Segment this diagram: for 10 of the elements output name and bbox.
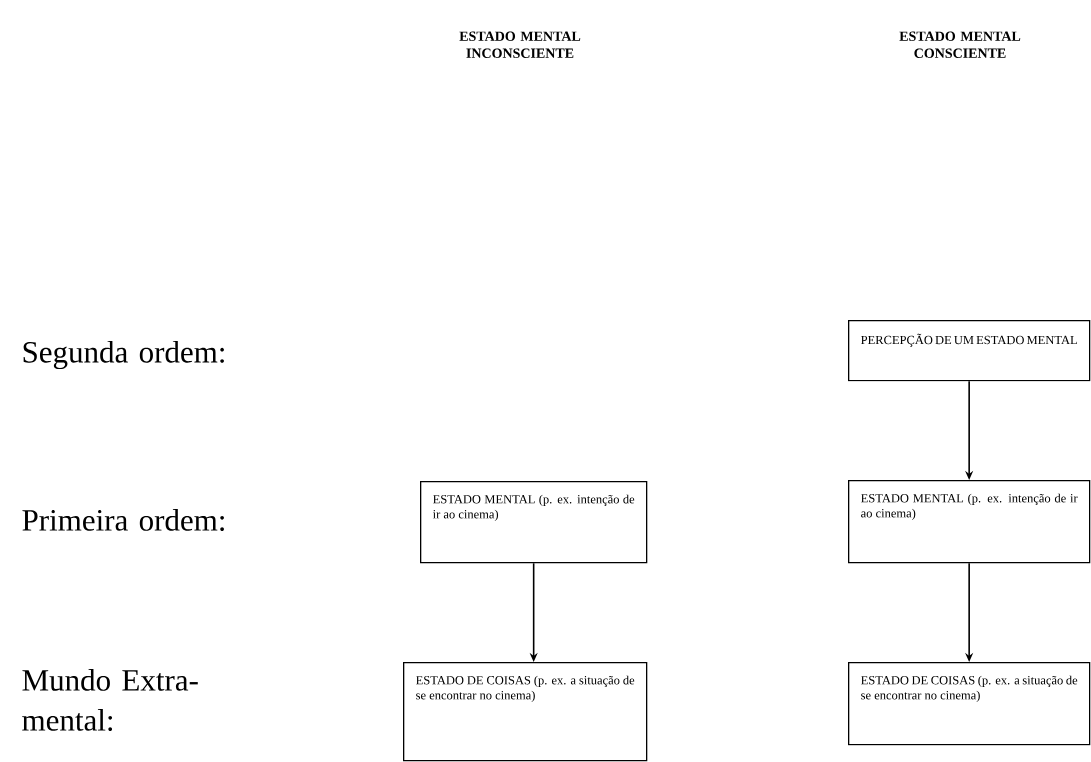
text-box: ESTADO MENTAL (p. ex. intenção de ir ao cinema) [848, 480, 1091, 564]
column-heading: ESTADO MENTAL CONSCIENTE [899, 31, 1021, 58]
row-label: Mundo Extra-mental: [22, 669, 198, 731]
column-heading: ESTADO MENTAL INCONSCIENTE [459, 31, 581, 58]
row-label: Primeira ordem: [22, 509, 224, 531]
text-box: ESTADO MENTAL (p. ex. intenção de ir ao cinema) [420, 481, 648, 564]
row-label: Segunda ordem: [23, 340, 224, 370]
text-box: ESTADO DE COISAS (p. ex. a situação de se encontrar no cinema) [403, 662, 648, 762]
text-box: ESTADO DE COISAS (p. ex. a situação de se encontrar no cinema) [848, 662, 1091, 746]
text-box: PERCEPÇÃO DE UM ESTADO MENTAL [848, 320, 1091, 382]
